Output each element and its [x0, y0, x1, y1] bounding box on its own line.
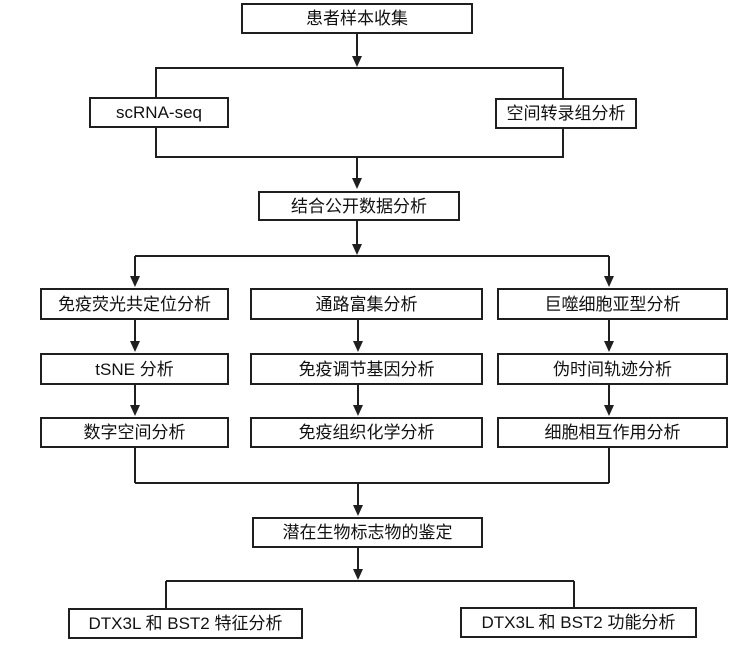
node-digital-spatial: 数字空间分析: [40, 417, 229, 448]
node-scrna-seq: scRNA-seq: [89, 97, 229, 128]
node-combined-public-data: 结合公开数据分析: [258, 191, 460, 221]
node-pseudotime-trajectory: 伪时间轨迹分析: [497, 353, 728, 385]
node-macrophage-subtype: 巨噬细胞亚型分析: [497, 288, 728, 320]
node-patient-sample-collection: 患者样本收集: [241, 3, 473, 34]
node-spatial-transcriptomics: 空间转录组分析: [495, 98, 637, 129]
node-tsne-analysis: tSNE 分析: [40, 353, 229, 385]
node-if-colocalization: 免疫荧光共定位分析: [40, 288, 229, 320]
node-cell-interaction: 细胞相互作用分析: [497, 417, 728, 448]
node-dtx3l-bst2-feature: DTX3L 和 BST2 特征分析: [68, 608, 303, 639]
node-pathway-enrichment: 通路富集分析: [250, 288, 483, 320]
node-immunohistochemistry: 免疫组织化学分析: [250, 417, 483, 448]
node-biomarker-identification: 潜在生物标志物的鉴定: [252, 517, 483, 548]
node-dtx3l-bst2-function: DTX3L 和 BST2 功能分析: [460, 607, 697, 638]
node-immune-regulatory-genes: 免疫调节基因分析: [250, 353, 483, 385]
